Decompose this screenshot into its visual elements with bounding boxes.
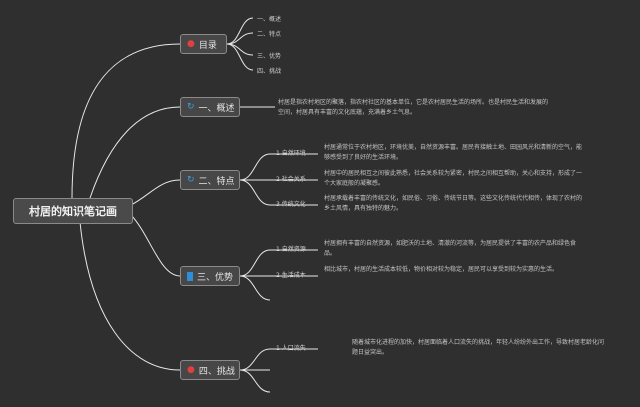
feature-text-1: 村居通常位于农村地区，环境优美，自然资源丰富。居民有接触土地、田园风光和清新的空…	[324, 144, 583, 161]
challenge-text-1: 随着城市化进程的加快，村居面临着人口流失的挑战，年轻人纷纷外出工作，导致村居老龄…	[352, 339, 605, 356]
branch-challenges[interactable]: ● 四、挑战	[180, 360, 240, 380]
feature-label-2[interactable]: 2 社会关系	[276, 176, 306, 183]
connector-root-advantages	[130, 214, 181, 277]
connector-root-challenges	[79, 221, 181, 371]
feature-text-2: 村居中的居民相互之间彼此熟悉，社会关系较为紧密，村民之间相互帮助，关心和支持，形…	[324, 170, 583, 187]
branch-toc-label: 目录	[198, 40, 217, 51]
branch-advantages[interactable]: 三、优势	[180, 266, 240, 286]
branch-advantages-label: 三、优势	[196, 272, 233, 283]
connector-root-toc	[71, 43, 181, 199]
windows-square-icon	[187, 271, 193, 281]
blue-swirl-icon: ↻	[187, 102, 195, 112]
red-dot-icon: ●	[187, 365, 195, 375]
connector-root-features	[130, 179, 181, 206]
red-dot-icon: ●	[187, 39, 195, 49]
toc-item-2[interactable]: 二、特点	[257, 31, 282, 38]
root-node[interactable]: 村居的知识笔记画	[13, 198, 133, 224]
advantage-label-2[interactable]: 2 生活成本	[276, 272, 306, 279]
challenge-label-1[interactable]: 1 人口流失	[276, 345, 306, 352]
branch-features[interactable]: ↻ 二、特点	[180, 170, 240, 190]
blue-swirl-icon: ↻	[187, 175, 195, 185]
feature-label-3[interactable]: 3 传统文化	[276, 201, 306, 208]
overview-text: 村居是指农村地区的聚落，指农村社区的基本单位，它是农村居民生活的场所。也是村民生…	[278, 99, 549, 116]
branch-overview[interactable]: ↻ 一、概述	[180, 97, 240, 117]
feature-label-1[interactable]: 1 自然环境	[276, 150, 306, 157]
branch-features-label: 二、特点	[198, 176, 235, 187]
advantage-label-1[interactable]: 1 自然资源	[276, 246, 306, 253]
branch-overview-label: 一、概述	[198, 103, 235, 114]
toc-item-1[interactable]: 一、概述	[257, 16, 282, 23]
branch-toc[interactable]: ● 目录	[180, 34, 227, 54]
feature-text-3: 村居承载着丰富的传统文化，如民俗、习俗、传统节日等。这些文化传统代代相传，体现了…	[324, 195, 583, 212]
toc-item-3[interactable]: 三、优势	[257, 53, 282, 60]
advantage-text-2: 相比城市，村居的生活成本较低，物价相对较为稳定，居民可以享受到较为实惠的生活。	[324, 266, 559, 273]
branch-challenges-label: 四、挑战	[198, 366, 235, 377]
connector-root-overview	[89, 106, 181, 199]
toc-item-4[interactable]: 四、挑战	[257, 68, 282, 75]
advantage-text-1: 村居拥有丰富的自然资源，如肥沃的土地、清澈的河流等，为居民提供了丰富的农产品和绿…	[324, 240, 577, 257]
